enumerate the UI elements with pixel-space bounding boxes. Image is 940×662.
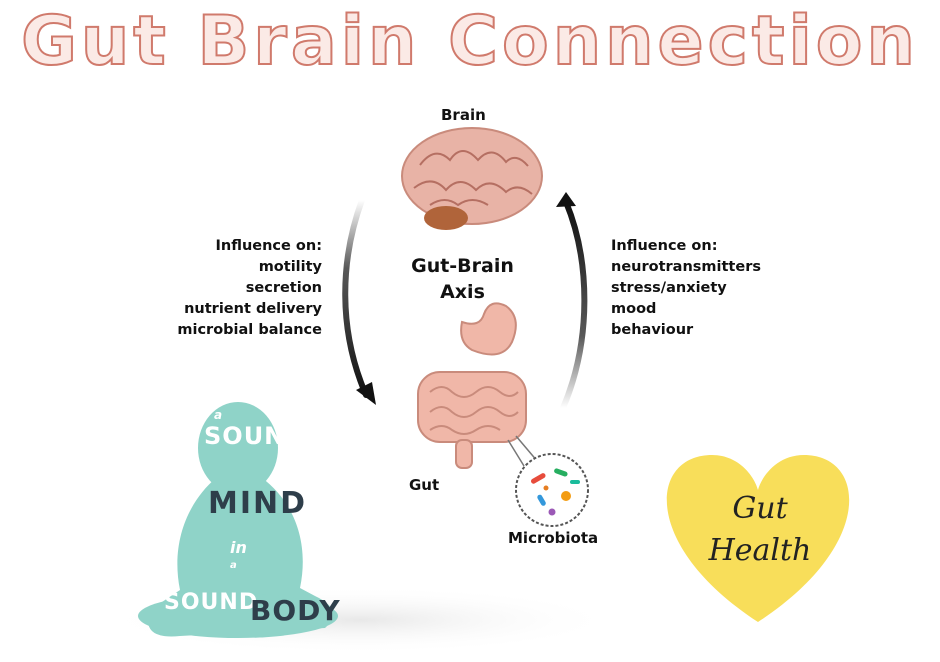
page-title: Gut Brain Connection [20, 1, 919, 82]
poster-word-in: in [230, 538, 247, 557]
left-influence-item: microbial balance [177, 322, 322, 338]
gut-label: Gut [409, 476, 440, 494]
right-influence-item: mood [611, 301, 657, 317]
microbiota-icon [507, 435, 589, 527]
poster-word-a2: a [230, 560, 237, 571]
poster-word-sound1: SOUND [204, 422, 307, 450]
heart-text-line-1: Gut [732, 491, 788, 526]
left-arrow-icon [342, 197, 376, 405]
poster-word-body: BODY [250, 594, 341, 627]
poster-word-sound2: SOUND [164, 590, 259, 615]
heart-caption: Gut Health [700, 488, 820, 572]
right-influence-item: stress/anxiety [611, 280, 727, 296]
right-influence-item: neurotransmitters [611, 259, 761, 275]
axis-line-1: Gut-Brain [411, 255, 514, 277]
gut-to-brain-influence-list: Influence on: neurotransmitters stress/a… [611, 236, 831, 341]
gut-brain-axis-label: Gut-Brain Axis [380, 253, 545, 305]
sound-mind-poster: a SOUND MIND in a SOUND BODY [160, 400, 340, 630]
gut-icon [417, 302, 527, 469]
left-influence-heading: Influence on: [215, 238, 322, 254]
left-influence-item: nutrient delivery [184, 301, 322, 317]
left-influence-item: secretion [245, 280, 322, 296]
meditation-silhouette-icon [138, 402, 338, 638]
poster-word-mind: MIND [208, 486, 308, 521]
brain-label: Brain [441, 106, 486, 124]
left-influence-item: motility [258, 259, 322, 275]
right-arrow-icon [556, 192, 588, 411]
heart-text-line-2: Health [708, 533, 812, 568]
brain-icon [401, 127, 543, 230]
brain-to-gut-influence-list: Influence on: motility secretion nutrien… [130, 236, 322, 341]
right-influence-heading: Influence on: [611, 238, 718, 254]
poster-word-a1: a [214, 408, 223, 422]
axis-line-2: Axis [440, 281, 485, 303]
heart-icon [666, 455, 850, 622]
right-influence-item: behaviour [611, 322, 694, 338]
microbiota-label: Microbiota [508, 529, 599, 547]
